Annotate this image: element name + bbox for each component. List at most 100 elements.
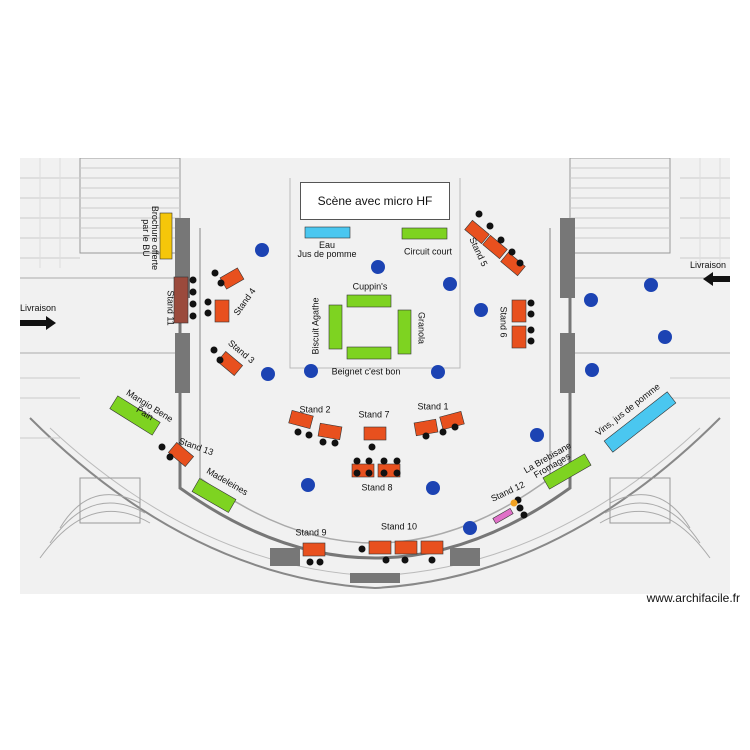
stand10-label: Stand 10: [380, 521, 418, 532]
stand5-table-c: [500, 251, 526, 277]
water-label: Eau Jus de pomme: [297, 240, 357, 259]
floor-marker: [426, 481, 440, 495]
seat: [451, 423, 459, 431]
seat: [358, 545, 366, 553]
seat: [204, 309, 212, 317]
stand9-table: [302, 542, 326, 557]
seat: [422, 432, 430, 440]
stand6-table-a: [511, 299, 527, 323]
floor-marker: [261, 367, 275, 381]
beignet-label: Beignet c'est bon: [331, 366, 401, 377]
seat: [520, 511, 528, 519]
stand5-table-a: [464, 219, 490, 245]
stand12-seat: [510, 499, 518, 507]
seat: [486, 222, 494, 230]
floor-marker: [371, 260, 385, 274]
brochure-label: Brochure offerte par le BU: [141, 205, 160, 271]
seat: [217, 279, 225, 287]
beignet-table: [346, 346, 392, 360]
stand10-table-b: [394, 540, 418, 555]
seat: [189, 276, 197, 284]
seat: [439, 428, 447, 436]
stage-title: Scène avec micro HF: [300, 182, 450, 220]
seat: [516, 259, 524, 267]
seat: [294, 428, 302, 436]
cuppins-label: Cuppin's: [352, 281, 388, 292]
delivery-arrow-right-icon: [703, 272, 730, 286]
seat: [216, 356, 224, 364]
stand9-label: Stand 9: [295, 527, 327, 538]
floor-marker: [443, 277, 457, 291]
seat: [382, 556, 390, 564]
seat: [189, 312, 197, 320]
seat: [204, 298, 212, 306]
floor-marker: [658, 330, 672, 344]
seat: [516, 504, 524, 512]
stand2-table-a: [288, 410, 314, 429]
brochure-table: [159, 212, 173, 260]
mangio-table: [109, 395, 161, 436]
stand10-table-a: [368, 540, 392, 555]
stand3-table: [216, 351, 244, 376]
brebisane-table: [542, 453, 592, 490]
vins-table: [603, 391, 677, 453]
seat: [365, 457, 373, 465]
floor-plan-drawing: [20, 158, 730, 594]
stand7-table: [363, 426, 387, 441]
seat: [189, 288, 197, 296]
biscuit-table: [328, 304, 343, 350]
stand6-label: Stand 6: [498, 306, 509, 338]
delivery-right-label: Livraison: [690, 260, 727, 270]
seat: [189, 300, 197, 308]
floor-marker: [530, 428, 544, 442]
delivery-left-label: Livraison: [20, 303, 57, 313]
floor-plan: [20, 158, 730, 594]
stand4-table-b: [214, 299, 230, 323]
circuit-court-label: Circuit court: [403, 246, 453, 257]
floor-marker: [301, 478, 315, 492]
stand2-table-b: [317, 422, 343, 441]
delivery-arrow-left-icon: [20, 316, 56, 330]
cuppins-table: [346, 294, 392, 308]
stand13-table: [167, 442, 195, 467]
floor-marker: [584, 293, 598, 307]
seat: [353, 457, 361, 465]
credit-text: www.archifacile.fr: [646, 591, 740, 605]
circuit-court-table: [401, 227, 448, 240]
seat: [305, 431, 313, 439]
stand7-label: Stand 7: [358, 409, 390, 420]
seat: [527, 337, 535, 345]
floor-marker: [431, 365, 445, 379]
seat: [497, 236, 505, 244]
seat: [527, 299, 535, 307]
seat: [393, 457, 401, 465]
seat: [306, 558, 314, 566]
seat: [319, 438, 327, 446]
seat: [380, 457, 388, 465]
stand11-table: [173, 276, 189, 324]
seat: [316, 558, 324, 566]
seat: [380, 469, 388, 477]
seat: [210, 346, 218, 354]
stand10-table-c: [420, 540, 444, 555]
seat: [401, 556, 409, 564]
floor-marker: [585, 363, 599, 377]
seat: [331, 439, 339, 447]
stand6-table-b: [511, 325, 527, 349]
stand12-table: [492, 507, 514, 525]
seat: [158, 443, 166, 451]
seat: [527, 310, 535, 318]
floor-marker: [463, 521, 477, 535]
seat: [393, 469, 401, 477]
madeleines-table: [191, 478, 237, 513]
seat: [365, 469, 373, 477]
floor-marker: [474, 303, 488, 317]
seat: [368, 443, 376, 451]
floor-marker: [255, 243, 269, 257]
water-table: [304, 226, 351, 239]
seat: [211, 269, 219, 277]
floor-marker: [644, 278, 658, 292]
stand2-label: Stand 2: [299, 404, 331, 415]
seat: [475, 210, 483, 218]
seat: [428, 556, 436, 564]
